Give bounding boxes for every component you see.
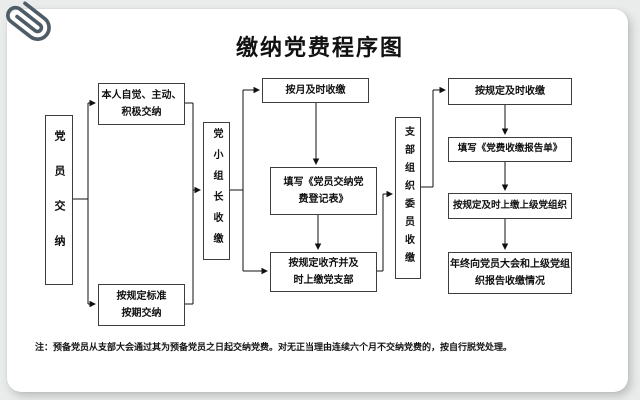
node-fill-register: 填写《党员交纳党 费登记表》 xyxy=(270,167,377,215)
node-member-pay: 党员交纳 xyxy=(45,115,73,285)
footnote: 注：预备党员从支部大会通过其为预备党员之日起交纳党费。对无正当理由连续六个月不交… xyxy=(35,342,513,352)
node-standard-pay: 按规定标准 按期交纳 xyxy=(98,284,185,326)
diagram-title: 缴纳党费程序图 xyxy=(235,35,404,60)
node-label: 按规定及时收缴 xyxy=(475,85,545,97)
node-fill-report: 填写《党费收缴报告单》 xyxy=(448,137,572,162)
node-year-end-report: 年终向党员大会和上级党组 织报告收缴情况 xyxy=(448,252,572,294)
node-label: 填写《党费收缴报告单》 xyxy=(457,143,563,155)
node-timely-collect: 按规定及时收缴 xyxy=(448,78,572,105)
node-label: 按规定收齐并及 时上缴党支部 xyxy=(288,257,359,287)
node-label: 填写《党员交纳党 费登记表》 xyxy=(283,176,364,206)
node-group-leader-collect: 党小组长收缴 xyxy=(203,122,230,260)
node-label: 年终向党员大会和上级党组 织报告收缴情况 xyxy=(450,258,570,288)
node-label: 本人自觉、主动、 积极交纳 xyxy=(101,89,182,119)
node-label: 按月及时收缴 xyxy=(285,84,346,96)
node-self-pay: 本人自觉、主动、 积极交纳 xyxy=(98,83,185,125)
paperclip-icon xyxy=(6,1,51,41)
node-label: 党小组长收缴 xyxy=(211,128,222,254)
node-branch-committee-collect: 支部组织委员收缴 xyxy=(395,117,421,279)
node-label: 按规定标准 按期交纳 xyxy=(116,290,167,320)
node-label: 党员交纳 xyxy=(53,130,65,270)
node-monthly-collect: 按月及时收缴 xyxy=(262,78,369,103)
node-submit-higher: 按规定及时上缴上级党组织 xyxy=(448,193,572,219)
node-label: 支部组织委员收缴 xyxy=(402,126,414,270)
node-label: 按规定及时上缴上级党组织 xyxy=(452,199,567,211)
node-collect-submit-branch: 按规定收齐并及 时上缴党支部 xyxy=(270,252,377,292)
